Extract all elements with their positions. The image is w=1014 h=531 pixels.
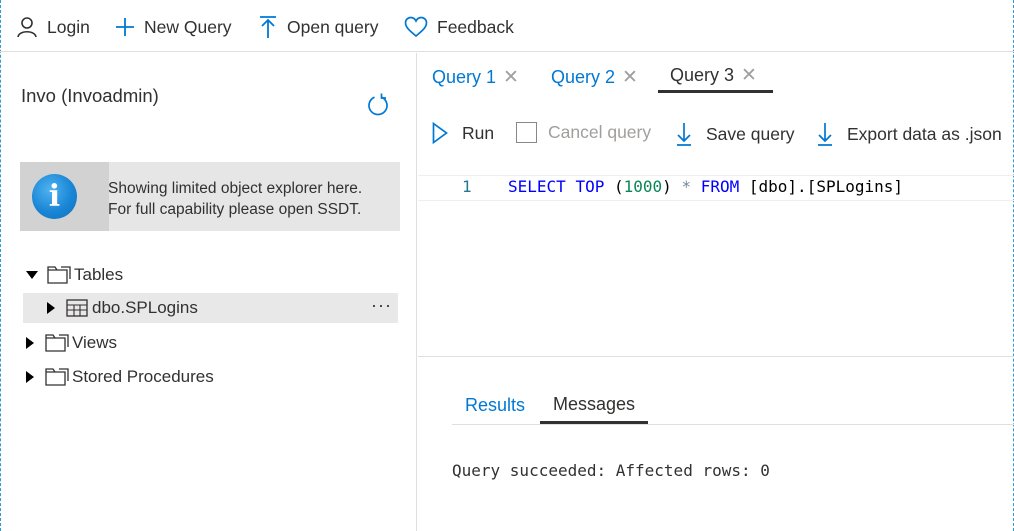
- sql-editor[interactable]: 1 SELECT TOP (1000) * FROM [dbo].[SPLogi…: [418, 172, 1014, 357]
- new-query-button[interactable]: New Query: [115, 13, 232, 41]
- info-banner: i Showing limited object explorer here. …: [20, 162, 400, 231]
- banner-message: Showing limited object explorer here. Fo…: [108, 178, 362, 220]
- database-title: Invo (Invoadmin): [21, 85, 159, 106]
- close-icon[interactable]: ✕: [741, 65, 757, 86]
- tree-node-tables[interactable]: Tables: [26, 260, 123, 290]
- export-json-button[interactable]: Export data as .json: [817, 122, 1002, 146]
- sql-paren: ): [662, 177, 672, 196]
- feedback-label: Feedback: [437, 16, 514, 37]
- line-number: 1: [462, 177, 472, 196]
- feedback-button[interactable]: Feedback: [404, 13, 514, 41]
- stop-square-icon: [516, 122, 537, 143]
- tab-messages[interactable]: Messages: [540, 387, 648, 424]
- open-query-button[interactable]: Open query: [258, 13, 378, 41]
- sql-keyword: SELECT: [508, 177, 566, 196]
- sql-number: 1000: [623, 177, 663, 196]
- save-label: Save query: [706, 123, 795, 144]
- table-icon: [66, 299, 88, 317]
- upload-arrow-icon: [260, 16, 276, 38]
- sql-keyword: FROM: [700, 177, 740, 196]
- refresh-icon[interactable]: [366, 93, 390, 117]
- current-line-highlight: [418, 175, 1014, 201]
- more-options-icon[interactable]: ···: [371, 295, 392, 315]
- tab-query-3[interactable]: Query 3 ✕: [658, 61, 773, 93]
- expanded-caret-icon[interactable]: [26, 271, 38, 279]
- run-label: Run: [462, 122, 495, 143]
- tree-label-stored-procedures: Stored Procedures: [72, 367, 214, 386]
- collapsed-caret-icon[interactable]: [26, 337, 34, 349]
- close-icon[interactable]: ✕: [503, 66, 519, 88]
- query-tab-strip: Query 1 ✕ Query 2 ✕ Query 3 ✕: [418, 53, 1014, 93]
- login-button[interactable]: Login: [16, 13, 90, 41]
- tab-query-2[interactable]: Query 2 ✕: [551, 61, 638, 93]
- person-icon: [17, 17, 37, 38]
- folder-icon: [47, 266, 71, 284]
- tree-label-table: dbo.SPLogins: [92, 298, 198, 317]
- tab-query-1[interactable]: Query 1 ✕: [432, 61, 519, 93]
- play-icon: [432, 122, 448, 144]
- heart-icon: [404, 16, 428, 38]
- open-query-label: Open query: [287, 16, 379, 37]
- tree-node-stored-procedures[interactable]: Stored Procedures: [26, 362, 214, 392]
- run-button[interactable]: Run: [432, 122, 494, 144]
- close-icon[interactable]: ✕: [622, 66, 638, 88]
- banner-line-1: Showing limited object explorer here.: [108, 180, 363, 197]
- folder-icon: [45, 368, 69, 386]
- tree-node-views[interactable]: Views: [26, 328, 117, 358]
- tab-results[interactable]: Results: [465, 395, 526, 415]
- info-icon-box: i: [20, 162, 109, 231]
- info-icon: i: [32, 174, 77, 219]
- export-label: Export data as .json: [847, 123, 1002, 144]
- command-bar: Login New Query Open query Feedback: [0, 0, 1014, 52]
- results-tab-strip: Results Messages: [452, 387, 1014, 425]
- tab-label: Query 2: [551, 66, 616, 87]
- collapsed-caret-icon[interactable]: [26, 371, 34, 383]
- download-arrow-icon: [818, 123, 832, 146]
- banner-line-2: For full capability please open SSDT.: [108, 201, 362, 218]
- query-toolbar: Run Cancel query Save query Export data …: [418, 118, 1014, 154]
- folder-icon: [45, 334, 69, 352]
- cancel-query-button[interactable]: Cancel query: [516, 122, 651, 143]
- tab-label: Query 1: [432, 66, 497, 87]
- sql-keyword: TOP: [575, 177, 605, 196]
- sql-operator: *: [681, 177, 692, 196]
- sql-code-line[interactable]: SELECT TOP (1000) * FROM [dbo].[SPLogins…: [508, 177, 903, 196]
- login-label: Login: [47, 16, 90, 37]
- new-query-label: New Query: [144, 16, 232, 37]
- tree-label-views: Views: [72, 333, 118, 352]
- collapsed-caret-icon[interactable]: [47, 302, 55, 314]
- object-explorer: Invo (Invoadmin) i Showing limited objec…: [0, 53, 417, 531]
- tree-node-table-spLogins[interactable]: dbo.SPLogins ···: [23, 293, 398, 323]
- download-arrow-icon: [677, 123, 691, 146]
- plus-icon: [116, 18, 134, 36]
- tree-label-tables: Tables: [74, 265, 124, 284]
- query-message: Query succeeded: Affected rows: 0: [452, 461, 770, 480]
- tab-label: Query 3: [670, 65, 735, 85]
- sql-paren: (: [613, 177, 624, 196]
- sql-identifier: [dbo].[SPLogins]: [748, 177, 904, 196]
- save-query-button[interactable]: Save query: [676, 122, 795, 146]
- cancel-label: Cancel query: [548, 122, 652, 142]
